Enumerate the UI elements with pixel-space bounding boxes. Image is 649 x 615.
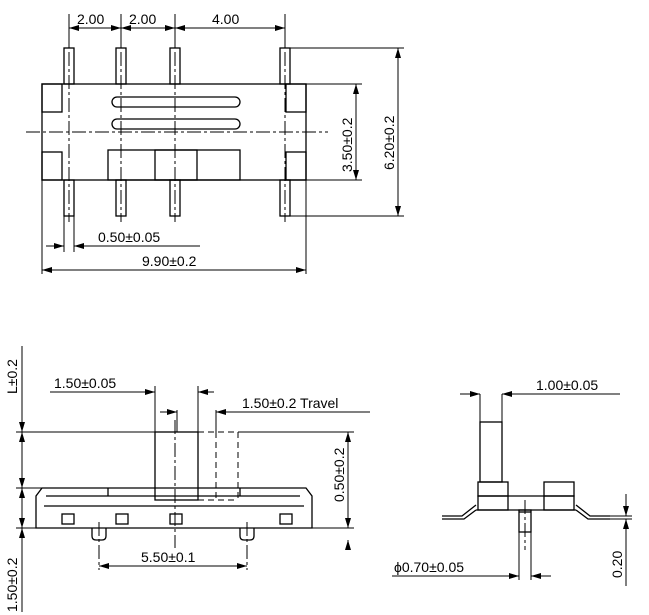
- standoff-dimension: 0.20: [609, 494, 632, 586]
- pitch-label-3: 4.00: [212, 11, 239, 27]
- knob-height-label: 0.50±0.2: [331, 447, 347, 502]
- side-view: L±0.2 1.50±0.2 1.50±0.05 1.50±0.2 Travel…: [4, 346, 370, 612]
- top-view: 2.00 2.00 4.00: [26, 11, 404, 274]
- peg-spacing-label: 5.50±0.1: [141, 549, 196, 565]
- height-dimensions: 3.50±0.2 6.20±0.2: [290, 47, 404, 217]
- body-height-label: 3.50±0.2: [339, 117, 355, 172]
- l-dimension-label: L±0.2: [4, 359, 20, 394]
- bottom-pins: [63, 179, 291, 217]
- base-height-label: 1.50±0.2: [4, 557, 20, 612]
- pin-extension-lines: [68, 14, 286, 48]
- pitch-dimension: 2.00 2.00 4.00: [69, 11, 285, 31]
- knob-width-label: 1.50±0.05: [54, 375, 116, 391]
- top-pins: [63, 47, 291, 85]
- switch-body-side: [35, 487, 313, 541]
- knob-height-dimension: 0.50±0.2: [238, 431, 354, 550]
- peg-diameter-dimension: ϕ0.70±0.05: [392, 532, 551, 580]
- end-view: 1.00±0.05 ϕ0.70±0.05 0.20: [392, 377, 632, 586]
- knob-width-dimension: 1.50±0.05: [50, 375, 214, 432]
- end-knob-width-label: 1.00±0.05: [536, 377, 598, 393]
- width-dimensions: 0.50±0.05 9.90±0.2: [41, 180, 307, 274]
- travel-label: 1.50±0.2 Travel: [242, 395, 338, 411]
- end-knob-width-dimension: 1.00±0.05: [460, 377, 620, 422]
- peg-spacing-dimension: 5.50±0.1: [99, 549, 247, 569]
- side-height-dimensions: L±0.2 1.50±0.2: [4, 346, 155, 612]
- peg-diameter-label: ϕ0.70±0.05: [394, 559, 464, 575]
- travel-dimension: 1.50±0.2 Travel: [160, 395, 370, 432]
- end-knob: [479, 421, 503, 483]
- pitch-label-2: 2.00: [129, 11, 156, 27]
- side-centerlines: [98, 420, 248, 570]
- total-height-label: 6.20±0.2: [381, 115, 397, 170]
- body-length-label: 9.90±0.2: [142, 253, 197, 269]
- pin-width-label: 0.50±0.05: [98, 229, 160, 245]
- pitch-label-1: 2.00: [77, 11, 104, 27]
- end-body: [442, 481, 610, 533]
- standoff-label: 0.20: [609, 551, 625, 578]
- top-centerlines: [26, 52, 328, 222]
- knob-travel-hidden: [198, 431, 239, 501]
- knob-solid: [154, 431, 199, 501]
